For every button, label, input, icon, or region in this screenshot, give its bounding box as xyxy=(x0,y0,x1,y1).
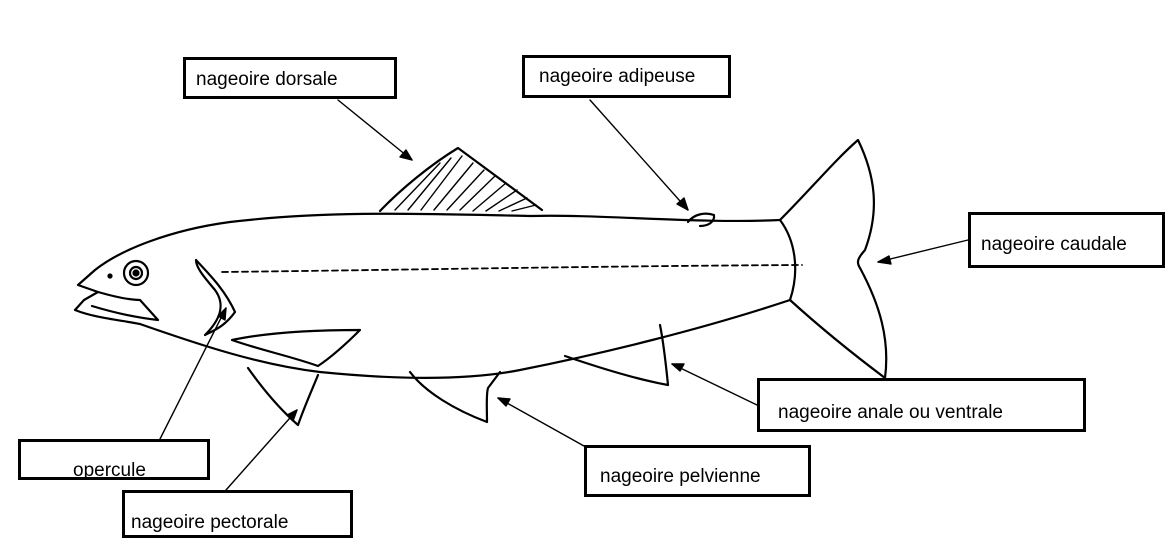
label-nageoire-adipeuse-text: nageoire adipeuse xyxy=(539,66,695,87)
label-opercule-text: opercule xyxy=(73,460,146,481)
fish-peduncle xyxy=(780,220,795,300)
label-nageoire-caudale: nageoire caudale xyxy=(968,212,1165,268)
label-nageoire-dorsale-text: nageoire dorsale xyxy=(196,69,338,90)
label-nageoire-anale-text: nageoire anale ou ventrale xyxy=(778,402,1003,423)
label-nageoire-pelvienne-text: nageoire pelvienne xyxy=(600,466,761,487)
arrow-pectorale xyxy=(226,410,297,490)
label-nageoire-dorsale: nageoire dorsale xyxy=(183,57,397,99)
fish-pectoral-fin xyxy=(232,330,360,366)
arrow-dorsale xyxy=(338,100,412,160)
arrowhead-caudale xyxy=(878,256,891,264)
fish-mouth xyxy=(92,292,158,320)
label-nageoire-pelvienne: nageoire pelvienne xyxy=(584,445,811,497)
fish-opercle xyxy=(196,260,235,335)
fish-caudal-fin xyxy=(780,140,886,378)
arrow-pelvienne xyxy=(498,398,584,446)
fish-eye-pupil xyxy=(134,271,139,276)
arrow-opercule xyxy=(160,308,226,439)
arrow-anale xyxy=(672,364,757,405)
fish-dorsal-fin-rays xyxy=(395,156,536,211)
label-nageoire-pectorale-text: nageoire pectorale xyxy=(131,512,288,533)
fish-lateral-line xyxy=(222,265,802,272)
fish-lower-front-fin xyxy=(248,368,318,425)
arrowhead-anale xyxy=(672,364,684,371)
label-nageoire-caudale-text: nageoire caudale xyxy=(981,234,1127,255)
label-nageoire-pectorale: nageoire pectorale xyxy=(122,490,353,538)
fish-body-outline xyxy=(75,214,790,378)
label-nageoire-anale: nageoire anale ou ventrale xyxy=(757,378,1086,432)
arrowhead-pelvienne xyxy=(498,398,510,406)
label-nageoire-adipeuse: nageoire adipeuse xyxy=(522,55,731,98)
arrow-adipeuse xyxy=(590,100,688,210)
arrow-caudale xyxy=(878,240,968,262)
fish-nostril xyxy=(109,275,112,278)
label-opercule: opercule xyxy=(18,439,210,480)
fish-anal-fin xyxy=(565,325,668,385)
fish-pelvic-fin xyxy=(410,372,500,422)
